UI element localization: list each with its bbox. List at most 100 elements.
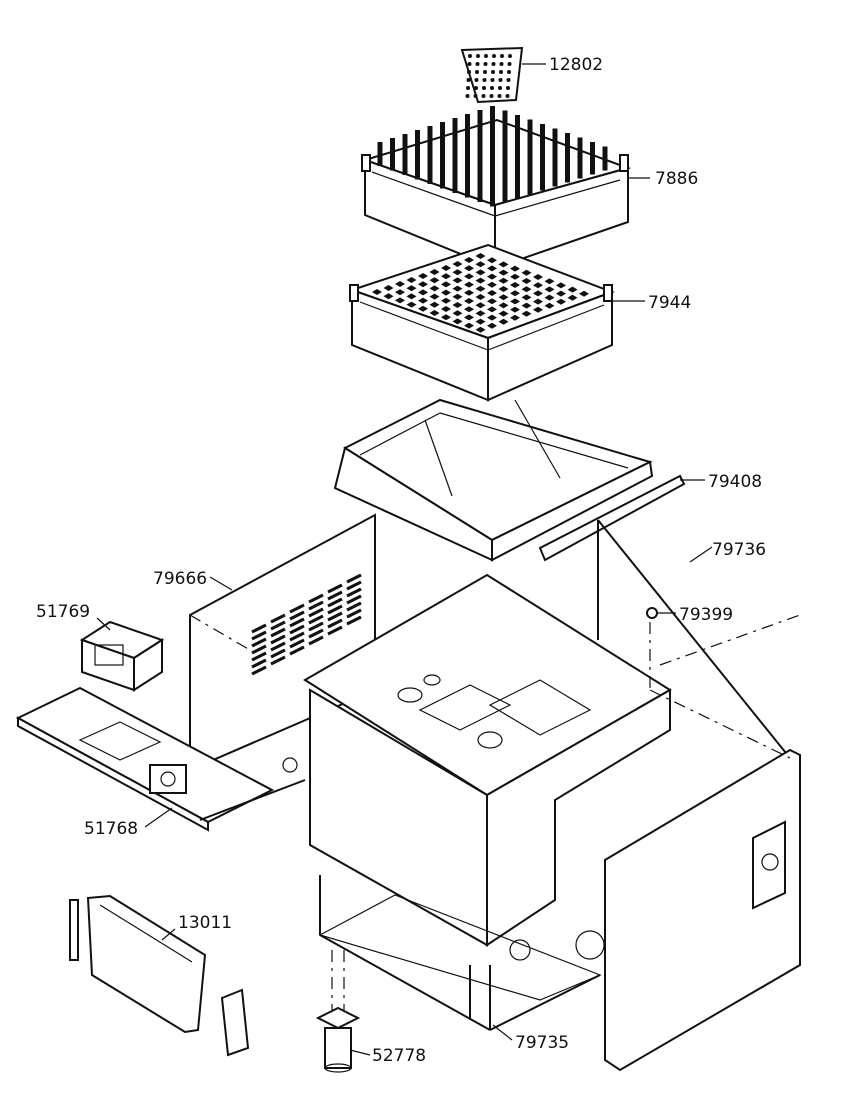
grid-cell [498,310,509,317]
grid-cell [429,301,440,308]
grid-cell [533,290,543,297]
grid-cell [579,290,589,297]
basket-hole [484,54,488,58]
basket-hole [467,62,472,66]
label-13011: 13011 [178,913,232,933]
grid-cell [441,314,451,321]
label-79399: 79399 [679,605,733,625]
grid-cell [452,285,463,292]
grid-cell [441,297,451,304]
grid-cell [395,297,405,304]
basket-hole [482,78,487,82]
louvre-slot [327,583,343,594]
basket-hole [507,62,512,66]
grid-cell [487,322,497,329]
louvre-slot [251,623,267,634]
grid-cell [510,298,520,305]
grid-cell [452,310,463,317]
basket-hole [491,62,496,66]
main-wash-tank [303,573,672,947]
part-front-door-panel [604,748,801,1072]
basket-hole [475,70,479,74]
grid-cell [510,314,520,321]
rack-peg [540,124,545,148]
louvre-slot [270,627,286,638]
grid-cell [452,302,463,308]
grid-cell [464,322,474,329]
part-52778-adjustable-leg [315,1006,361,1073]
grid-cell [510,265,520,272]
label-12802: 12802 [549,55,603,75]
grid-cell [521,286,532,293]
louvre-slot [251,651,267,662]
grid-cell [521,294,532,301]
grid-cell [544,278,555,285]
grid-cell [510,290,520,297]
basket-hole [466,78,471,82]
louvre-slot [289,638,305,649]
grid-cell [441,265,451,271]
part-51768-base-plate [15,686,306,832]
grid-cell [475,302,486,309]
grid-cell [441,273,451,280]
louvre-slot [251,658,267,669]
grid-cell [567,286,578,293]
louvre-slot [327,590,343,601]
basket-hole [490,78,495,82]
rack-peg [602,146,608,171]
grid-cell [441,289,451,296]
label-79736: 79736 [712,540,766,560]
louvre-slot [327,618,343,629]
grid-cell [475,277,486,284]
grid-cell [406,285,417,292]
rack-peg [402,134,408,158]
rack-peg [552,128,558,153]
grid-cell [487,314,497,321]
grid-cell [544,302,555,309]
grid-cell [510,282,520,288]
rack-peg [377,142,383,166]
grid-cell [418,305,428,312]
label-51769: 51769 [36,602,90,622]
rack-peg [502,110,508,135]
rack-peg [577,137,583,162]
label-7944: 7944 [648,293,691,313]
grid-cell [406,301,417,308]
louvre-slot [270,648,286,659]
part-13011-access-panel [69,894,250,1057]
part-7944-flat-rack [348,243,615,402]
grid-cell [418,289,428,296]
grid-cell [533,306,543,313]
louvre-slot [346,573,362,584]
basket-hole [474,78,479,82]
louvre-slot [308,607,324,618]
louvre-slot [308,593,324,604]
assembly-center-lines [189,614,801,1010]
grid-cell [510,306,520,313]
label-79408: 79408 [708,472,762,492]
basket-hole [473,94,478,98]
grid-cell [498,318,509,325]
grid-cell [475,269,486,276]
grid-cell [521,278,532,284]
grid-cell [429,310,440,316]
basket-hole [466,86,470,90]
part-79399-fitting [646,607,658,619]
louvre-slot [251,665,267,676]
louvre-slot [346,587,362,598]
grid-cell [475,326,486,333]
rack-peg [465,114,470,138]
grid-cell [429,269,440,275]
basket-hole [497,94,502,98]
basket-hole [508,54,512,58]
grid-cell [464,314,474,321]
basket-hole [489,94,494,98]
grid-cell [429,285,440,292]
grid-cell [487,290,497,296]
basket-hole [465,94,470,98]
grid-cell [556,282,566,289]
basket-hole [483,70,487,74]
grid-cell [556,290,566,297]
louvre-slot [270,620,286,631]
